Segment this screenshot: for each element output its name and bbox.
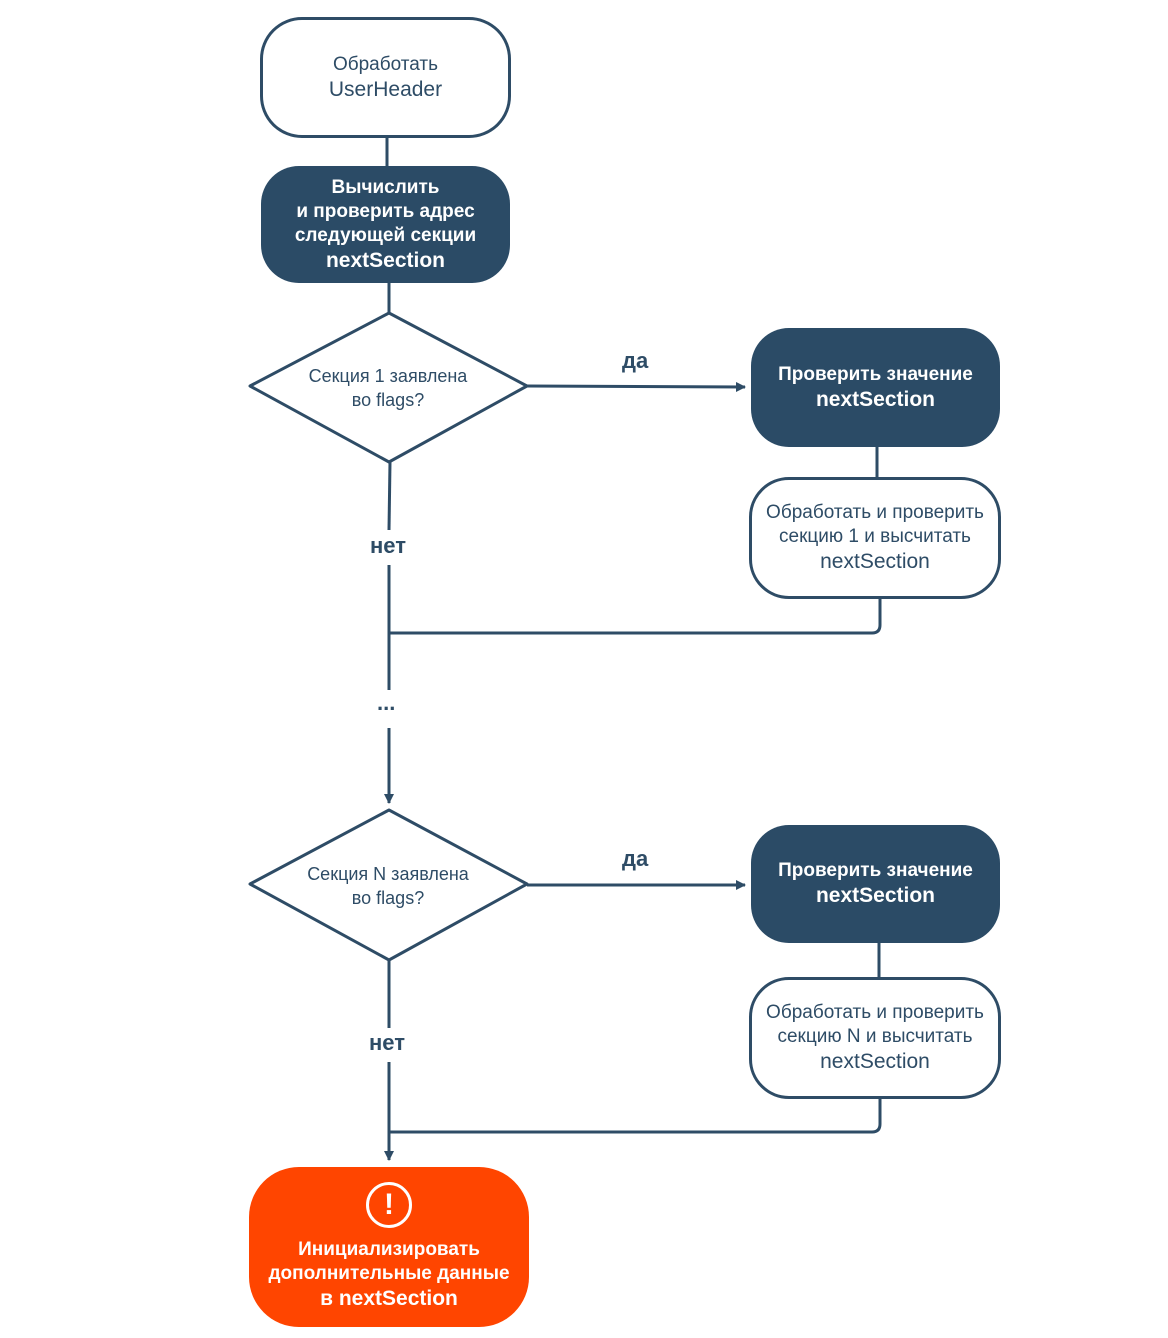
connector-process1-return [389,598,882,635]
check2-line1: Проверить значение [778,860,973,881]
check1-line2: nextSection [815,387,936,411]
process1-line1: Обработать и проверить [766,502,984,523]
process2-line3: nextSection [820,1050,930,1073]
arrow-decision1-yes [526,381,746,392]
connector-decision1-no-upper [387,461,392,531]
compute-line2: и проверить адрес [296,200,475,222]
check1-node: Проверить значение nextSection [751,328,1000,447]
final-line1: Инициализировать [298,1239,480,1260]
compute-next-section-node: Вычислить и проверить адрес следующей се… [261,166,510,283]
check2-node: Проверить значение nextSection [751,825,1000,943]
connector-process2-return [389,1098,882,1134]
process1-line2: секцию 1 и высчитать [779,526,971,547]
decision1-no-label: нет [370,533,407,558]
ellipsis-label: ... [377,690,396,715]
start-node-line2: UserHeader [328,77,443,101]
decision1-line2: во flags? [351,390,425,410]
decision1-yes-label: да [622,348,649,373]
compute-line1: Вычислить [331,176,440,198]
compute-line3: следующей секции [294,224,477,246]
decision2-text: Секция N заявлена во flags? [270,862,506,910]
decision1-shape [248,311,529,464]
check2-line2: nextSection [815,884,936,907]
process2-line1: Обработать и проверить [766,1002,984,1023]
exclamation-icon: ! [366,1182,412,1228]
compute-line4: nextSection [325,248,446,272]
final-line2: дополнительные данные [268,1263,510,1284]
decision2-shape [248,808,529,962]
start-node: Обработать UserHeader [260,17,511,138]
decision2-yes-label: да [622,846,649,871]
final-init-node: ! Инициализировать дополнительные данные… [249,1167,529,1327]
start-node-line1: Обработать [332,53,439,75]
decision2-no-label: нет [369,1030,406,1055]
final-line3: в nextSection [320,1287,458,1310]
process1-line3: nextSection [820,550,930,573]
decision1-text: Секция 1 заявлена во flags? [270,364,506,412]
decision2-line1: Секция N заявлена [307,864,469,884]
check1-line1: Проверить значение [778,363,973,385]
process2-line2: секцию N и высчитать [777,1026,973,1047]
process2-node: Обработать и проверить секцию N и высчит… [749,977,1001,1099]
decision1-line1: Секция 1 заявлена [308,366,468,386]
process1-node: Обработать и проверить секцию 1 и высчит… [749,477,1001,599]
decision2-line2: во flags? [351,888,425,908]
